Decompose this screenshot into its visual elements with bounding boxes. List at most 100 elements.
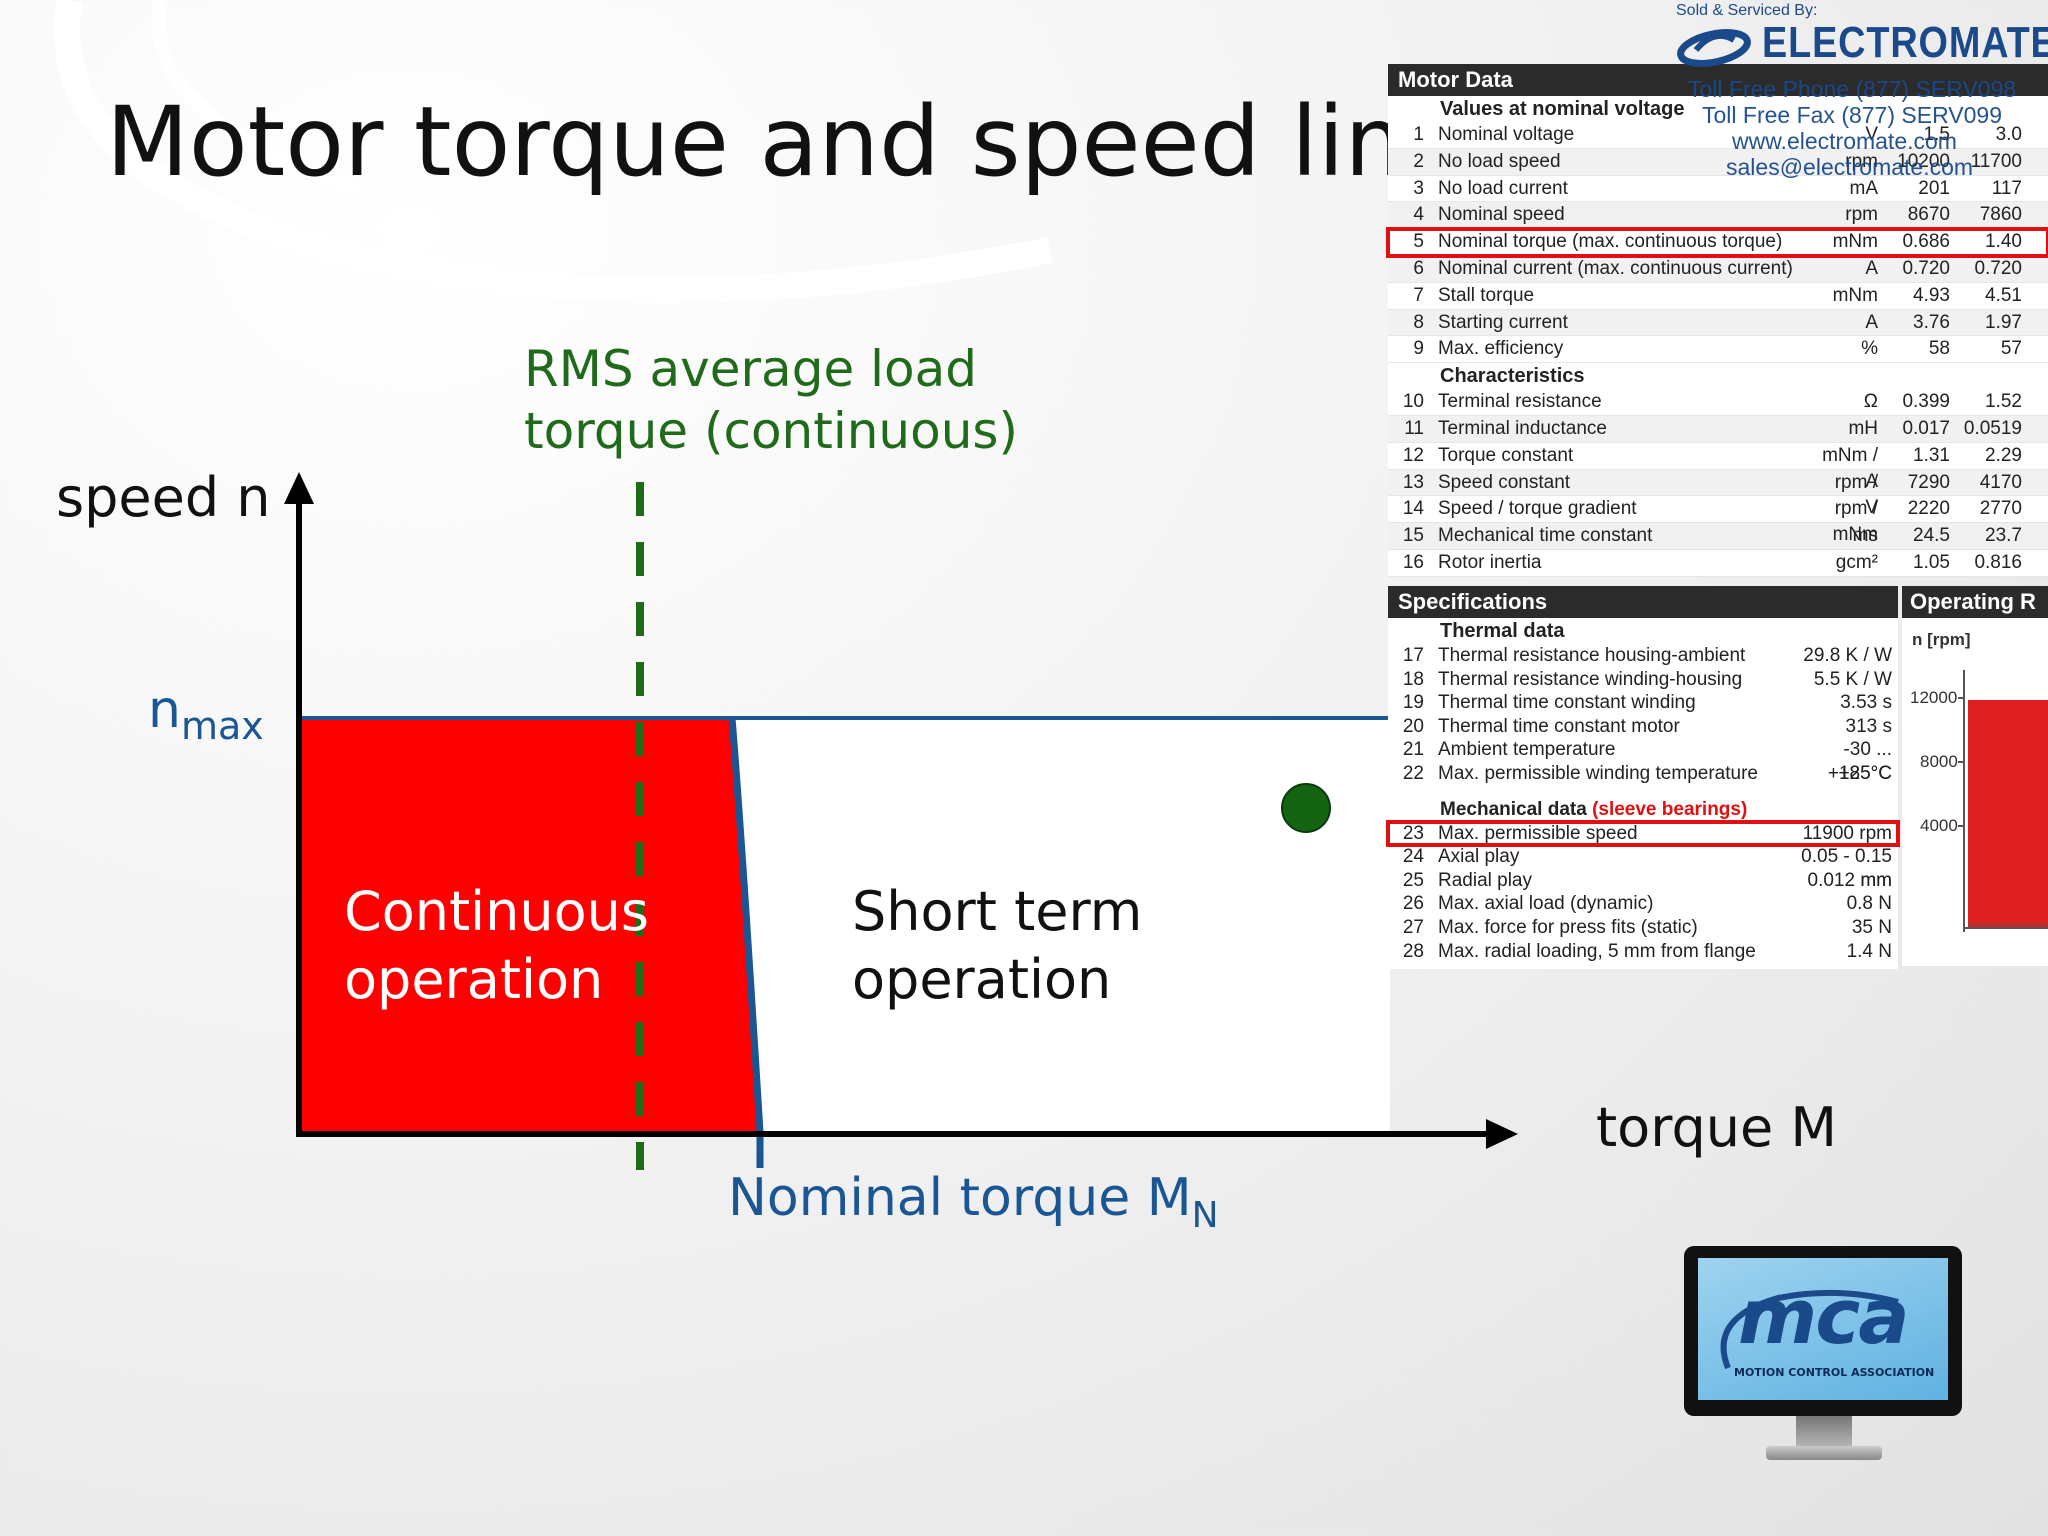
cell-v1: 10200 (1897, 150, 1950, 172)
op-tick-0: 12000 (1910, 688, 1958, 707)
cell-v2: 0.816 (1974, 551, 2022, 573)
cell-unit: rpm (1845, 150, 1878, 172)
y-axis-label: speed n (56, 466, 271, 529)
cell-unit: ms (1852, 525, 1878, 547)
mechanical-heading: Mechanical data (sleeve bearings) (1388, 798, 1898, 822)
cell-n: 4 (1413, 204, 1424, 226)
electromate-logo-icon (1677, 29, 1751, 67)
cell-n: 2 (1413, 150, 1424, 172)
cell-val: 1.4 N (1846, 940, 1892, 962)
cell-v2: 1.40 (1985, 231, 2022, 253)
cell-unit: V (1865, 124, 1878, 145)
monitor-icon: mca MOTION CONTROL ASSOCIATION (1684, 1246, 1962, 1416)
thermal-heading: Thermal data (1440, 620, 1565, 642)
cell-name: Nominal torque (max. continuous torque) (1438, 231, 1783, 253)
motor-data-header: Motor Data (1388, 64, 2048, 96)
cell-v2: 4.51 (1985, 284, 2022, 306)
mech-heading-text: Mechanical data (1440, 798, 1587, 820)
cell-name: Terminal inductance (1438, 417, 1607, 439)
operating-range-plot (1958, 670, 2048, 932)
operating-range-header: Operating R (1902, 586, 2048, 618)
email-link[interactable]: sales@electromate.com (1726, 154, 1974, 180)
cell-v2: 2.29 (1985, 444, 2022, 466)
cell-unit: rpm (1845, 204, 1878, 226)
website-link[interactable]: www.electromate.com (1732, 128, 1957, 154)
cell-n: 6 (1413, 257, 1424, 279)
cell-n: 20 (1402, 715, 1424, 737)
cell-val: 313 s (1845, 715, 1892, 737)
cell-val: 35 N (1851, 916, 1892, 938)
cell-v2: 1.97 (1985, 311, 2022, 333)
cell-n: 13 (1402, 471, 1424, 493)
continuous-line1: Continuous (344, 880, 649, 943)
cell-v2: 2770 (1979, 498, 2022, 520)
nmax-subscript: max (180, 704, 264, 748)
cell-n: 24 (1402, 846, 1424, 868)
phone-text: Toll Free Phone (877) SERV098 (1688, 76, 2017, 102)
cell-name: Terminal resistance (1438, 391, 1602, 413)
cell-n: 10 (1402, 391, 1424, 413)
operating-range-ylabel: n [rpm] (1912, 630, 1971, 649)
characteristics-heading: Characteristics (1440, 365, 1585, 388)
cell-name: Max. radial loading, 5 mm from flange (1438, 940, 1756, 962)
cell-val: 11900 rpm (1802, 822, 1892, 844)
rms-label-line1: RMS average load (524, 340, 977, 398)
cell-name: Thermal time constant motor (1438, 715, 1680, 737)
cell-val: -30 ... +85°C (1838, 739, 1892, 784)
cell-v1: 2220 (1907, 498, 1950, 520)
cell-name: Rotor inertia (1438, 551, 1542, 573)
cell-val: 0.8 N (1846, 893, 1892, 915)
cell-unit: rpm / V (1834, 471, 1878, 519)
cell-v2: 0.0519 (1963, 417, 2022, 439)
cell-n: 25 (1402, 869, 1424, 891)
cell-n: 8 (1413, 311, 1424, 333)
cell-name: Torque constant (1438, 444, 1574, 466)
cell-unit: % (1861, 338, 1878, 360)
cell-n: 22 (1402, 762, 1424, 784)
cell-name: Speed / torque gradient (1438, 498, 1637, 520)
cell-name: Max. axial load (dynamic) (1438, 893, 1654, 915)
cell-unit: mA (1849, 177, 1879, 199)
slide-title: Motor torque and speed limit (106, 86, 1503, 198)
op-tick-2: 4000 (1920, 816, 1958, 835)
cell-n: 11 (1404, 417, 1424, 439)
electromate-wordmark: ELECTROMATE (1762, 18, 2048, 67)
cell-v1: 0.399 (1902, 391, 1950, 413)
electromate-branding: Sold & Serviced By: ELECTROMATE Toll Fre… (1660, 0, 2048, 180)
cell-val: 0.05 - 0.15 mm (1801, 846, 1892, 891)
specifications-header: Specifications (1388, 586, 1898, 618)
op-tick-1: 8000 (1920, 752, 1958, 771)
cell-unit: A (1865, 257, 1878, 279)
cell-v1: 0.720 (1902, 257, 1950, 279)
cell-v1: 0.686 (1902, 231, 1950, 253)
cell-v1: 4.93 (1913, 284, 1950, 306)
cell-v1: 7290 (1907, 471, 1950, 493)
cell-n: 19 (1402, 692, 1424, 714)
cell-v2: 57 (2000, 338, 2022, 360)
cell-n: 9 (1413, 338, 1424, 360)
